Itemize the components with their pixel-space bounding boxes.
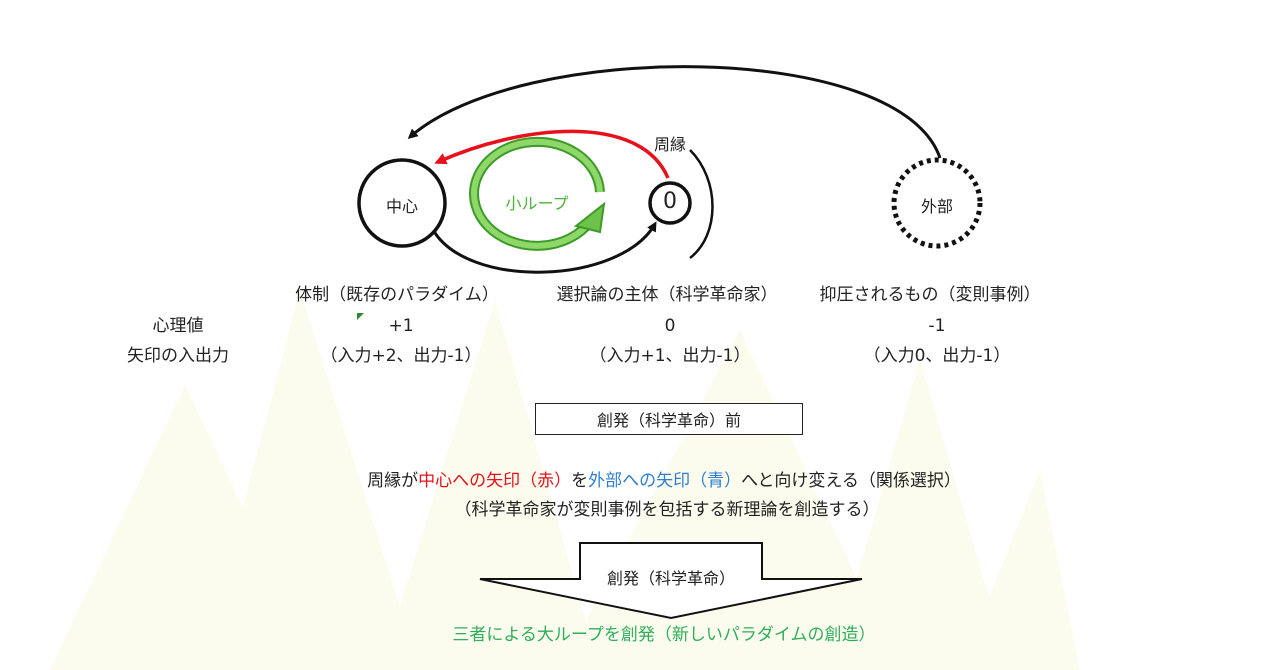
sentence-part2: を: [571, 471, 589, 491]
external-node-label: 外部: [920, 197, 954, 216]
sentence-part3: へと向け変える（関係選択）: [741, 471, 961, 491]
external-to-center-arrow: [407, 65, 942, 159]
psych-value-regime: +1: [388, 316, 414, 336]
center-to-periphery-arrow: [430, 221, 657, 274]
arrow-io-subject: （入力+1、出力-1）: [589, 346, 751, 366]
arrow-io-suppressed: （入力0、出力-1）: [863, 346, 1011, 366]
center-node-label: 中心: [385, 197, 419, 216]
row-label-psych-value: 心理値: [152, 316, 204, 336]
sentence-red-arrow-text: 中心への矢印（赤）: [418, 471, 572, 491]
sentence-part1: 周縁が: [367, 471, 419, 491]
green-corner-marker: [357, 313, 364, 320]
zero-node: [648, 181, 692, 225]
emergence-arrow-shape: [479, 542, 863, 620]
column-title-subject: 選択論の主体（科学革命家）: [556, 285, 778, 305]
before-emergence-label: 創発（科学革命）前: [596, 411, 741, 430]
before-emergence-box: 創発（科学革命）前: [535, 403, 803, 435]
column-title-regime: 体制（既存のパラダイム）: [295, 285, 499, 305]
periphery-label: 周縁: [653, 135, 687, 154]
external-node: [891, 157, 983, 249]
center-node: [357, 158, 447, 248]
emergence-arrow-label: 創発（科学革命）: [606, 569, 736, 588]
relation-selection-sentence: 周縁が中心への矢印（赤）を外部への矢印（青）へと向け変える（関係選択）: [367, 471, 961, 491]
psych-value-subject: 0: [664, 316, 676, 336]
small-loop-label: 小ループ: [505, 194, 569, 213]
zero-node-label: 0: [663, 189, 677, 214]
row-label-arrow-io: 矢印の入出力: [127, 346, 229, 366]
column-title-suppressed: 抑圧されるもの（変則事例）: [819, 285, 1041, 305]
sub-sentence: （科学革命家が変則事例を包括する新理論を創造する）: [454, 500, 880, 520]
result-statement: 三者による大ループを創発（新しいパラダイムの創造）: [452, 625, 876, 645]
red-arrow-periphery-to-center: [434, 129, 670, 179]
small-loop-icon: [469, 136, 606, 251]
psych-value-suppressed: -1: [928, 316, 946, 336]
arrow-io-regime: （入力+2、出力-1）: [320, 346, 482, 366]
periphery-bracket: [689, 149, 714, 259]
sentence-blue-arrow-text: 外部への矢印（青）: [588, 471, 742, 491]
